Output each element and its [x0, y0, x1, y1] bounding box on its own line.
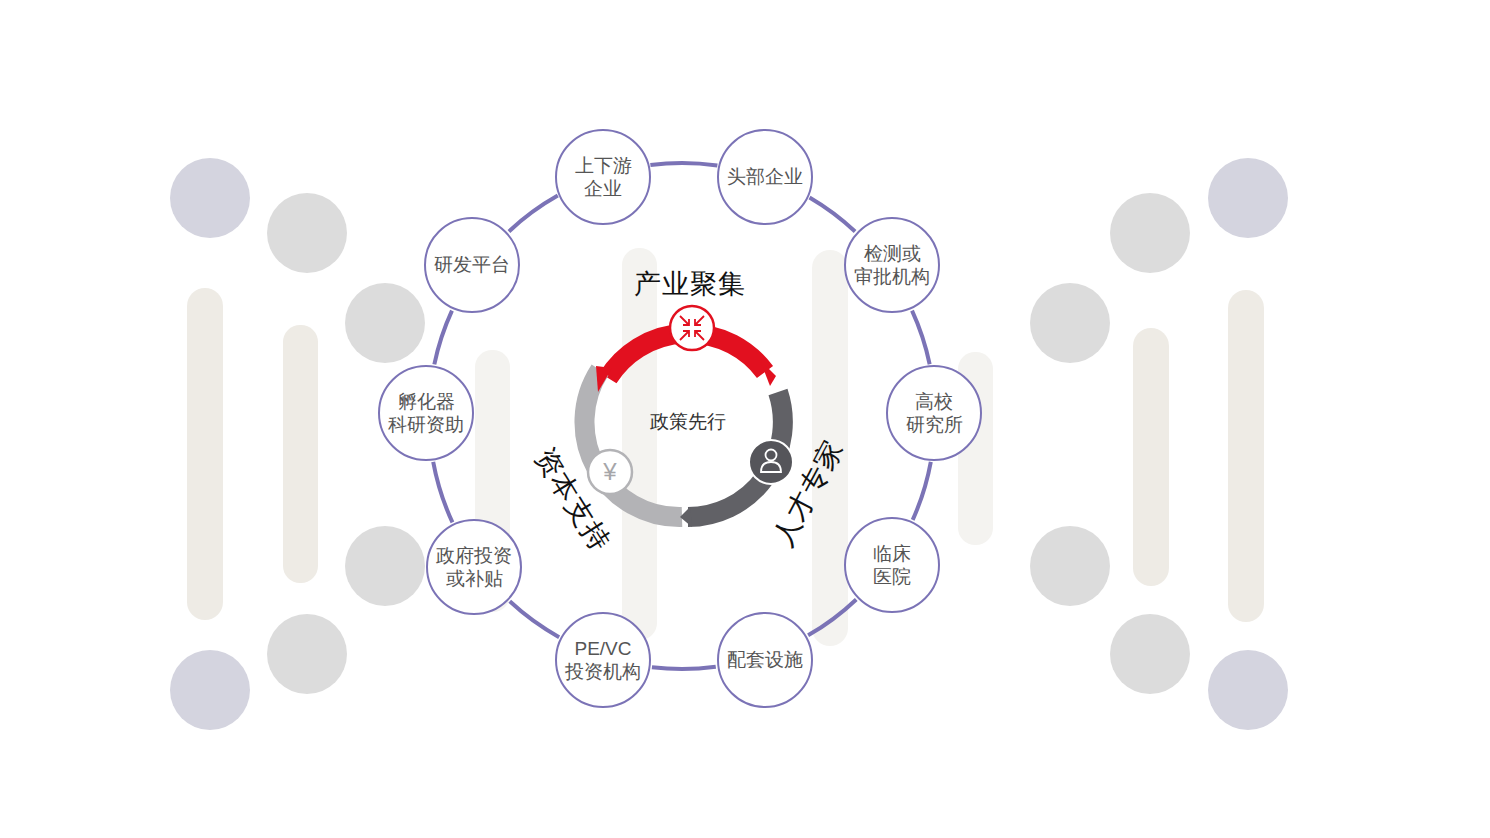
circle-node: 研发平台 — [424, 217, 520, 313]
ring-connector — [912, 311, 930, 365]
ring-connector — [808, 599, 856, 635]
node-text: PE/VC 投资机构 — [565, 637, 641, 683]
circle-node: 头部企业 — [717, 129, 813, 225]
ring-connector — [810, 197, 856, 231]
circle-node: 配套设施 — [717, 612, 813, 708]
yen-icon: ¥ — [603, 460, 616, 484]
node-text: 头部企业 — [727, 165, 803, 188]
ring-connector — [650, 163, 717, 165]
ring-connector — [913, 462, 931, 520]
ring-connector — [433, 462, 452, 523]
circle-node: 孵化器 科研资助 — [378, 365, 474, 461]
node-text: 孵化器 科研资助 — [388, 390, 464, 436]
ring-connector — [434, 311, 452, 365]
circle-node: 政府投资 或补贴 — [426, 519, 522, 615]
ring-connector — [509, 196, 558, 232]
node-text: 高校 研究所 — [906, 390, 963, 436]
node-text: 政府投资 或补贴 — [436, 544, 512, 590]
node-text: 研发平台 — [434, 253, 510, 276]
ring-connector — [652, 667, 716, 669]
circle-node: 高校 研究所 — [886, 365, 982, 461]
circle-node: 上下游 企业 — [555, 129, 651, 225]
node-text: 临床 医院 — [873, 542, 911, 588]
circle-node: 检测或 审批机构 — [844, 217, 940, 313]
circle-node: PE/VC 投资机构 — [555, 612, 651, 708]
cycle-label: 产业聚集 — [634, 271, 746, 298]
node-text: 配套设施 — [727, 648, 803, 671]
ring-connector — [510, 601, 559, 637]
node-text: 上下游 企业 — [575, 154, 632, 200]
circle-node: 临床 医院 — [844, 517, 940, 613]
hub-text: 政策先行 — [650, 410, 726, 433]
node-text: 检测或 审批机构 — [854, 242, 930, 288]
center-hub: 政策先行 — [628, 382, 748, 462]
